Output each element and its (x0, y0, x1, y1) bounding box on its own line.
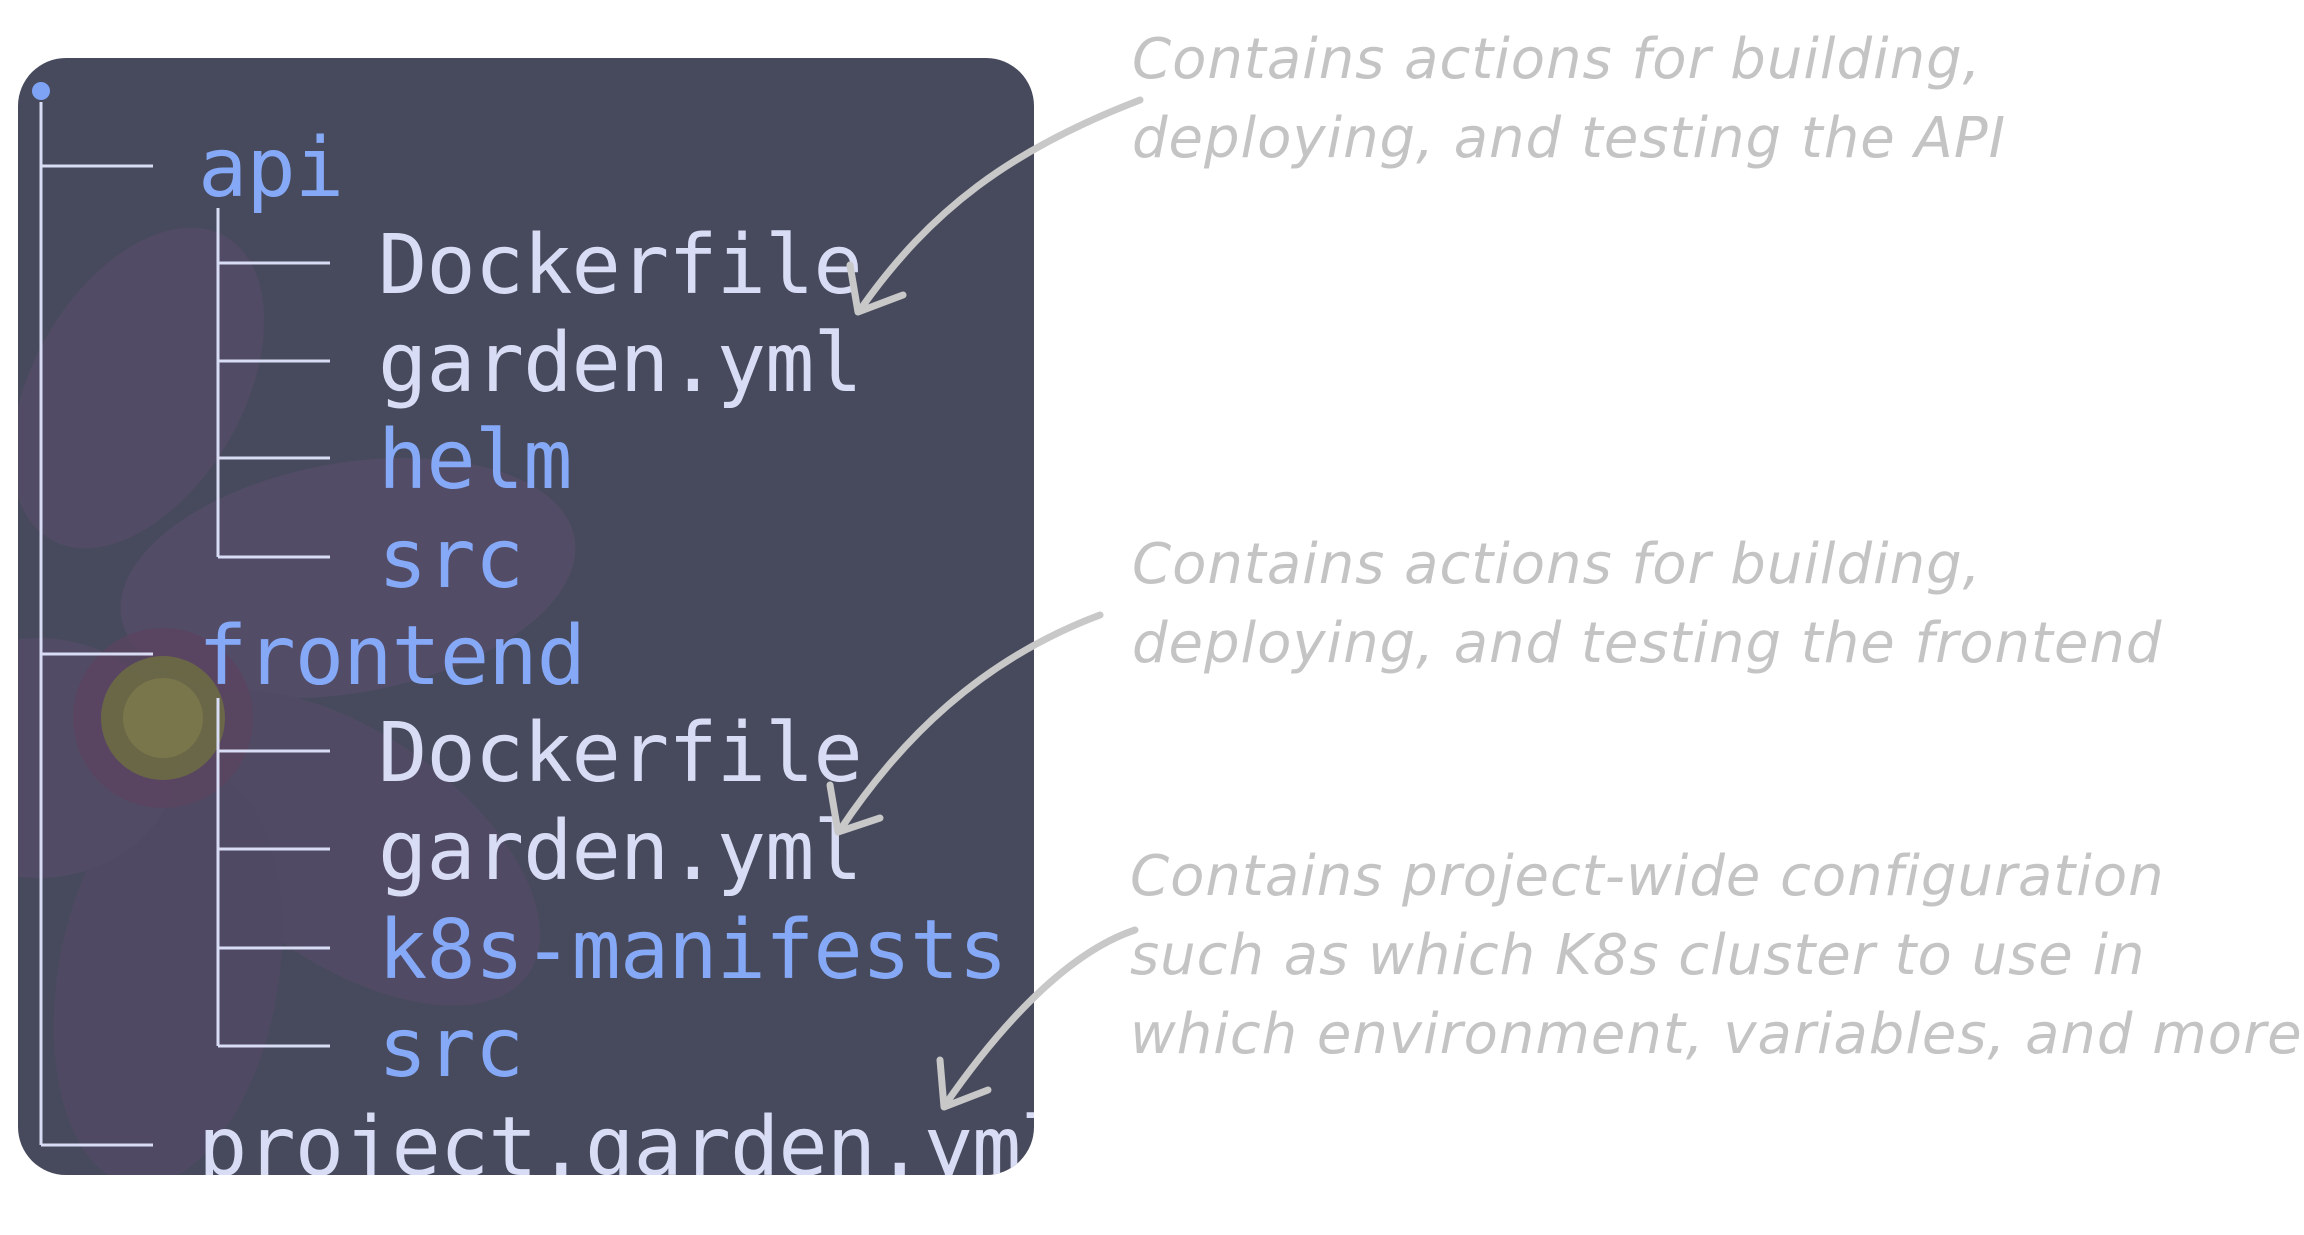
annotation-frontend: Contains actions for building, deploying… (1132, 525, 2162, 683)
annotation-api-line-2: deploying, and testing the API (1132, 106, 2007, 171)
annotation-project-line-3: which environment, variables, and more (1130, 1002, 2303, 1067)
annotation-api-line-1: Contains actions for building, (1132, 27, 1982, 92)
tree-file-frontend-dockerfile[interactable]: Dockerfile (378, 706, 863, 801)
tree-file-project-garden-yml[interactable]: project.garden.yml (198, 1100, 1034, 1176)
annotation-project-line-2: such as which K8s cluster to use in (1130, 923, 2146, 988)
annotation-frontend-line-1: Contains actions for building, (1132, 532, 1982, 597)
flower-background-image (18, 227, 576, 1175)
annotation-project: Contains project-wide configuration such… (1130, 837, 2303, 1074)
tree-dir-frontend-k8s-manifests[interactable]: k8s-manifests (378, 903, 1008, 998)
tree-root-dot (32, 82, 50, 100)
tree-dir-api-helm[interactable]: helm (378, 413, 572, 508)
tree-file-frontend-garden-yml[interactable]: garden.yml (378, 804, 863, 899)
tree-file-api-dockerfile[interactable]: Dockerfile (378, 218, 863, 313)
tree-dir-frontend[interactable]: frontend (198, 609, 586, 704)
annotation-api: Contains actions for building, deploying… (1132, 20, 2006, 178)
tree-dir-api-src[interactable]: src (378, 512, 524, 607)
tree-file-api-garden-yml[interactable]: garden.yml (378, 316, 863, 411)
tree-dir-api[interactable]: api (198, 121, 344, 216)
annotation-frontend-line-2: deploying, and testing the frontend (1132, 611, 2163, 676)
tree-connector-lines (39, 102, 330, 1147)
file-tree-panel: api Dockerfile garden.yml helm src front… (18, 58, 1034, 1175)
annotation-project-line-1: Contains project-wide configuration (1130, 844, 2165, 909)
tree-dir-frontend-src[interactable]: src (378, 1001, 524, 1096)
